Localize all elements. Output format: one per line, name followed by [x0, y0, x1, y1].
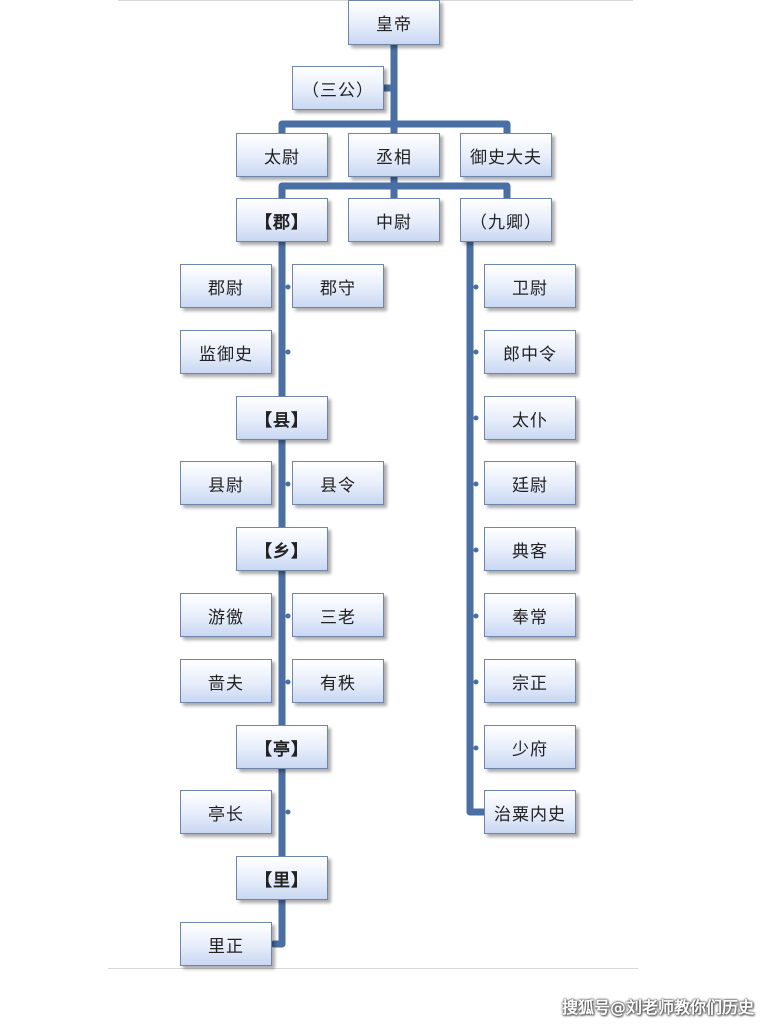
node-sanlao: 三老 — [292, 593, 384, 637]
node-county: 【县】 — [236, 396, 328, 440]
node-minister: 郎中令 — [484, 330, 576, 374]
node-nine-ministers: （九卿） — [460, 198, 552, 242]
node-village: 【里】 — [236, 856, 328, 900]
connector-dots — [285, 284, 479, 815]
node-three-dukes: （三公） — [292, 66, 384, 110]
connector-ministers-trunk — [466, 206, 488, 816]
node-minister: 卫尉 — [484, 264, 576, 308]
node-minister: 少府 — [484, 725, 576, 769]
node-minister: 典客 — [484, 527, 576, 571]
node-sefu: 啬夫 — [180, 659, 272, 703]
connector-local-trunk — [270, 196, 286, 948]
node-minister: 宗正 — [484, 659, 576, 703]
node-jianyushi: 监御史 — [180, 330, 272, 374]
node-pavilion: 【亭】 — [236, 725, 328, 769]
node-township: 【乡】 — [236, 527, 328, 571]
connector-top-tier — [278, 120, 511, 139]
node-minister: 廷尉 — [484, 461, 576, 505]
node-junshou: 郡守 — [292, 264, 384, 308]
node-minister: 太仆 — [484, 396, 576, 440]
node-youjiao: 游徼 — [180, 593, 272, 637]
node-youzhi: 有秩 — [292, 659, 384, 703]
node-minister: 治粟内史 — [484, 790, 576, 834]
watermark-text: 搜狐号@刘老师教你们历史 — [561, 998, 754, 1017]
node-minister: 奉常 — [484, 593, 576, 637]
node-xianwei: 县尉 — [180, 461, 272, 505]
node-commandery: 【郡】 — [236, 198, 328, 242]
node-xianling: 县令 — [292, 461, 384, 505]
node-taiwei: 太尉 — [236, 133, 328, 177]
node-chengxiang: 丞相 — [348, 133, 440, 177]
node-zhongwei: 中尉 — [348, 198, 440, 242]
node-tingzhang: 亭长 — [180, 790, 272, 834]
node-lizheng: 里正 — [180, 922, 272, 966]
bottom-rule — [108, 968, 638, 969]
node-yushidafu: 御史大夫 — [460, 133, 552, 177]
node-junwei: 郡尉 — [180, 264, 272, 308]
node-emperor: 皇帝 — [348, 0, 440, 45]
